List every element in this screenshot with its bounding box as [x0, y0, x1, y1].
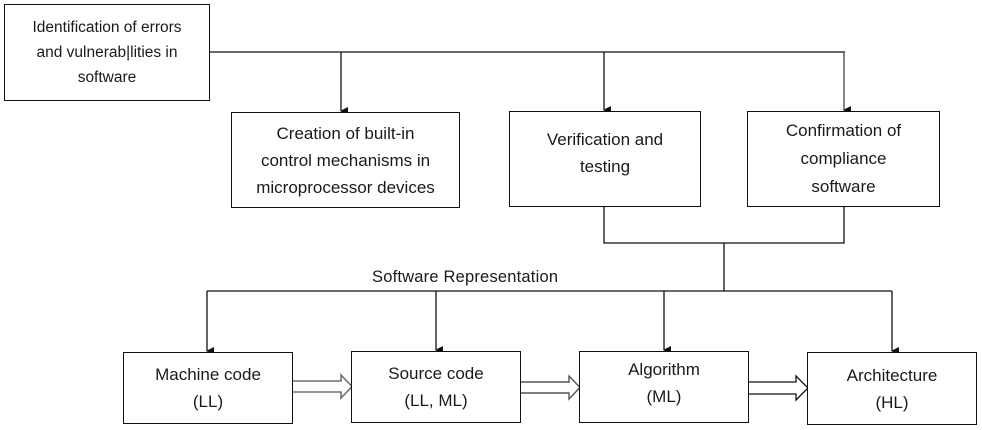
- node-machine-code-label: Machine code (LL): [155, 365, 261, 411]
- block-arrow-machine-to-source: [292, 373, 354, 400]
- node-verification: Verification and testing: [509, 111, 701, 207]
- node-confirmation-label: Confirmation of compliance software: [785, 121, 902, 196]
- node-algorithm: Algorithm (ML): [579, 351, 749, 423]
- node-machine-code: Machine code (LL): [123, 352, 293, 424]
- node-confirmation: Confirmation of compliance software: [747, 111, 940, 207]
- software-representation-label: Software Representation: [372, 268, 559, 286]
- node-identification: Identification of errors and vulnerab|li…: [4, 4, 210, 101]
- node-algorithm-label: Algorithm (ML): [628, 360, 700, 406]
- node-identification-label: Identification of errors and vulnerab|li…: [32, 19, 182, 86]
- block-arrow-source-to-algorithm: [520, 374, 581, 401]
- node-creation-label: Creation of built-in control mechanisms …: [256, 123, 435, 197]
- node-source-code: Source code (LL, ML): [351, 351, 521, 423]
- node-verification-label: Verification and testing: [546, 130, 664, 176]
- block-arrow-algorithm-to-architecture: [747, 374, 809, 402]
- node-creation: Creation of built-in control mechanisms …: [231, 112, 460, 208]
- node-source-code-label: Source code (LL, ML): [388, 364, 484, 410]
- node-architecture: Architecture (HL): [807, 352, 977, 425]
- node-architecture-label: Architecture (HL): [846, 365, 938, 412]
- join-line: [603, 206, 845, 244]
